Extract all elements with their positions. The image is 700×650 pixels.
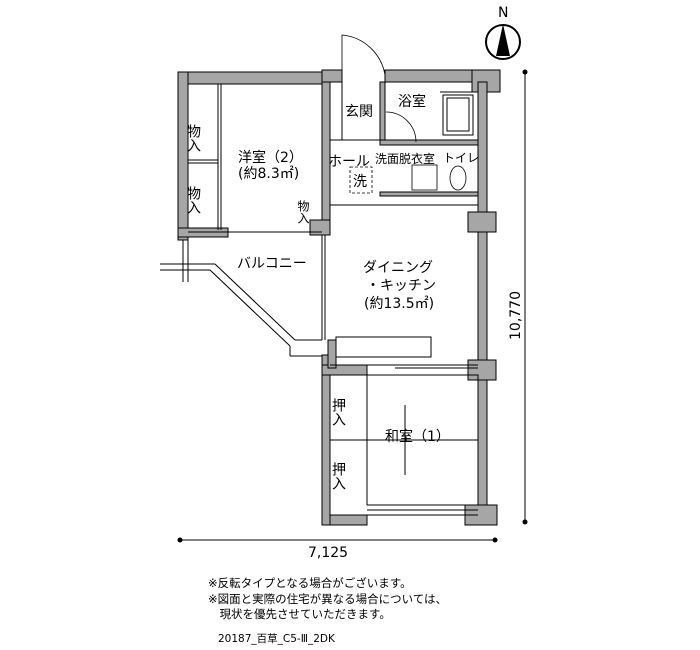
north-compass-icon: N — [485, 5, 521, 60]
note-2: ※図面と実際の住宅が異なる場合については、 — [208, 592, 448, 606]
western-room-name: 洋室（2） — [238, 149, 303, 166]
width-dimension-label: 7,125 — [308, 545, 348, 561]
interior-lines — [188, 34, 479, 516]
toilet-label: トイレ — [443, 151, 479, 165]
dining-label-2: ・キッチン — [366, 278, 436, 294]
western-room-area: (約8.3㎡) — [238, 166, 299, 182]
walls — [177, 69, 501, 526]
dining-label-1: ダイニング — [363, 260, 433, 276]
hall-label: ホール — [328, 154, 370, 170]
bath-label: 浴室 — [398, 93, 426, 110]
height-dimension-label: 10,770 — [508, 291, 524, 340]
note-3: 現状を優先させていただきます。 — [208, 607, 391, 621]
width-dimension: 7,125 — [177, 537, 498, 561]
storage-label-1: 物入 — [185, 124, 201, 152]
balcony-label: バルコニー — [237, 256, 307, 272]
washer-label: 洗 — [353, 174, 367, 190]
note-1: ※反転タイプとなる場合がございます。 — [208, 576, 412, 590]
entrance-label: 玄関 — [345, 103, 373, 120]
height-dimension: 10,770 — [508, 69, 528, 525]
storage-label-2: 物入 — [185, 186, 201, 214]
balcony-outline — [160, 240, 322, 357]
closet-label-2: 押入 — [330, 462, 346, 490]
storage-label-3: 物入 — [296, 200, 310, 224]
washroom-label: 洗面脱衣室 — [375, 151, 435, 166]
dining-area: (約13.5㎡) — [364, 296, 434, 312]
plan-id: 20187_百草_C5-Ⅲ_2DK — [218, 633, 335, 645]
japanese-room-name: 和室（1） — [385, 428, 450, 445]
closet-label-1: 押入 — [330, 398, 346, 426]
compass-label: N — [498, 5, 508, 21]
